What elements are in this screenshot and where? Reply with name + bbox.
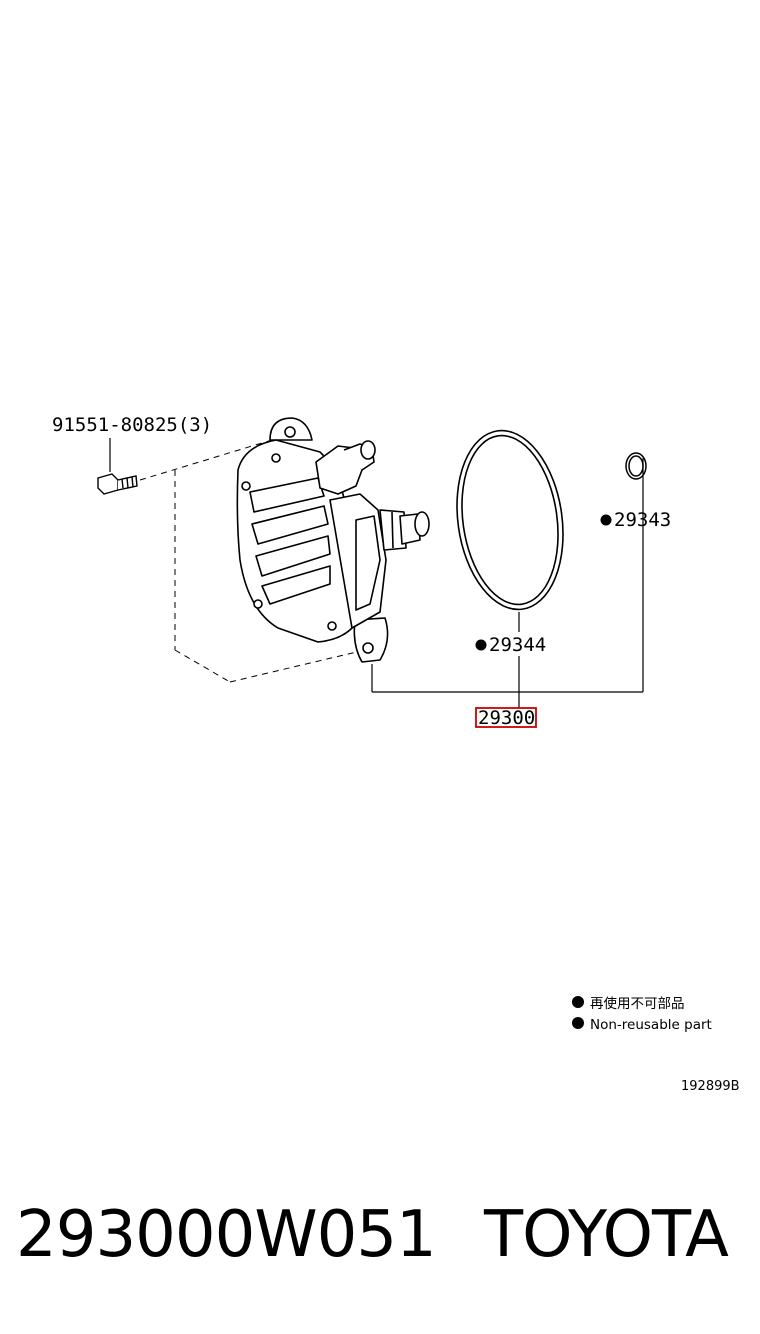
legend-bullet-icon bbox=[572, 996, 584, 1008]
part-number-caption: 293000W051 bbox=[16, 1198, 436, 1272]
bolt-icon bbox=[97, 473, 138, 495]
legend-bullet-icon bbox=[572, 1017, 584, 1029]
brand-caption: TOYOTA bbox=[483, 1198, 729, 1272]
dashed-guide-lines bbox=[139, 435, 366, 683]
assembly-highlight-box bbox=[475, 707, 537, 728]
assembly-part-label[interactable]: 29300 bbox=[478, 707, 535, 729]
legend-japanese-text: 再使用不可部品 bbox=[590, 995, 685, 1012]
assembly-bracket-lines bbox=[371, 458, 644, 708]
diagram-reference-code: 192899B bbox=[681, 1079, 740, 1094]
bolt-part-label: 91551-80825(3) bbox=[52, 414, 212, 436]
oring-large-part-label: 29344 bbox=[489, 634, 546, 656]
non-reusable-bullet-icon bbox=[475, 639, 487, 651]
non-reusable-bullet-icon bbox=[600, 514, 612, 526]
legend-english-text: Non-reusable part bbox=[590, 1017, 712, 1033]
vacuum-pump-icon bbox=[236, 417, 430, 663]
large-o-ring-icon bbox=[456, 429, 564, 611]
